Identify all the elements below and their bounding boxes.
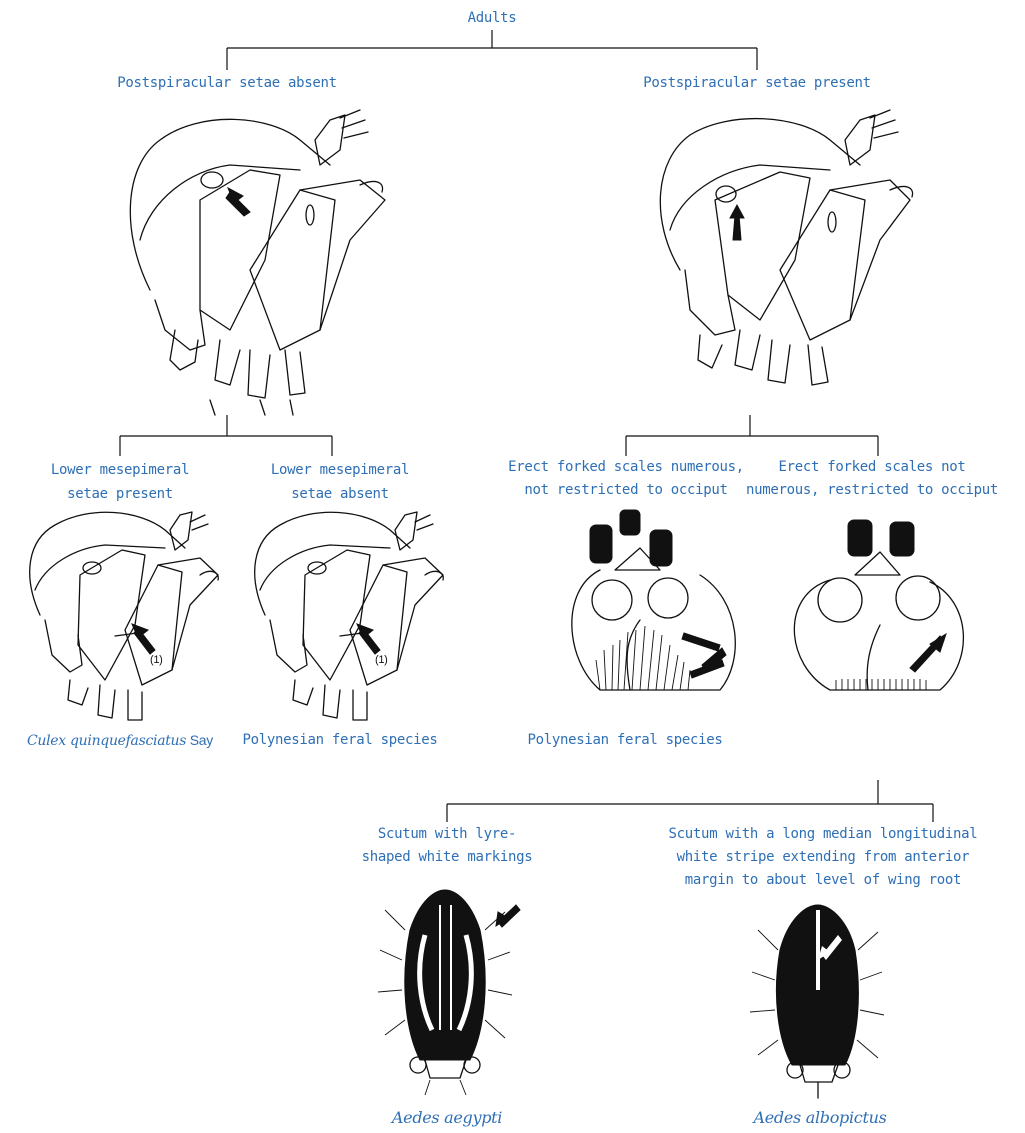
- head-drawing-restricted-scales: [794, 520, 963, 690]
- label-line: shaped white markings: [342, 847, 552, 867]
- label-line: white stripe extending from anterior: [658, 847, 988, 867]
- head-drawing-numerous-scales: [572, 510, 735, 690]
- tree-connectors: [120, 30, 933, 822]
- root-label: Adults: [442, 8, 542, 28]
- label-line: setae present: [10, 484, 230, 504]
- label-line: Erect forked scales not: [722, 457, 1022, 477]
- label-line: setae absent: [230, 484, 450, 504]
- result-feral-left: Polynesian feral species: [235, 730, 445, 750]
- result-aedes-aegypti: Aedes aegypti: [352, 1108, 542, 1128]
- scutum-drawing-albopictus: [750, 905, 884, 1098]
- scutum-drawing-aegypti: [378, 890, 520, 1095]
- marker-culex: (1): [150, 650, 163, 670]
- label-line: numerous, restricted to occiput: [722, 480, 1022, 500]
- species-name: Culex quinquefasciatus: [27, 733, 186, 749]
- label-line: Lower mesepimeral: [10, 460, 230, 480]
- thorax-drawing-right: [660, 110, 912, 385]
- label-line: Scutum with a long median longitudinal: [658, 824, 988, 844]
- label-line: margin to about level of wing root: [658, 870, 988, 890]
- thorax-drawing-left: [130, 110, 385, 415]
- marker-feral: (1): [375, 650, 388, 670]
- thorax-drawing-feral: [255, 512, 444, 720]
- species-author: Say: [186, 732, 213, 748]
- result-culex: Culex quinquefasciatus Say: [0, 730, 240, 751]
- thorax-drawing-culex: [30, 512, 219, 720]
- branch-label-setae-present: Postspiracular setae present: [620, 73, 894, 93]
- result-feral-right: Polynesian feral species: [515, 730, 735, 750]
- result-aedes-albopictus: Aedes albopictus: [720, 1108, 920, 1128]
- label-line: Lower mesepimeral: [230, 460, 450, 480]
- label-line: Scutum with lyre-: [342, 824, 552, 844]
- branch-label-setae-absent: Postspiracular setae absent: [90, 73, 364, 93]
